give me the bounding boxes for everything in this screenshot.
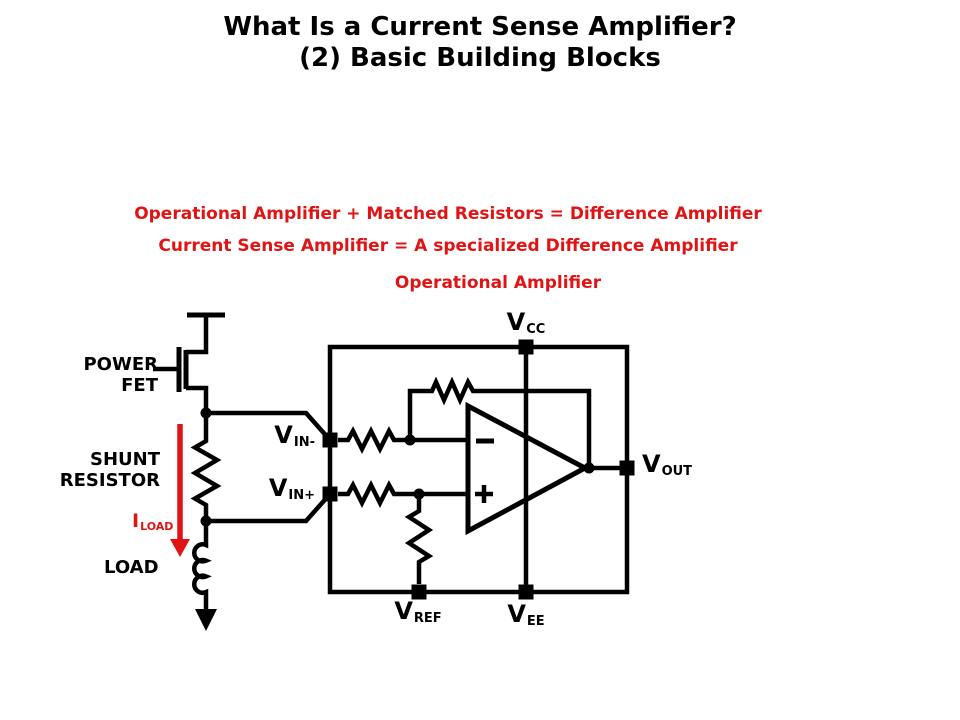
junction-dot-output — [583, 462, 595, 474]
source-wire — [186, 385, 209, 413]
equation-line-2: Current Sense Amplifier = A specialized … — [158, 236, 738, 256]
vref-main: V — [394, 597, 413, 625]
vin-minus-label: VIN- — [225, 421, 315, 454]
power-fet-label-line2: FET — [121, 375, 158, 396]
pad-vout — [619, 460, 635, 476]
i-load-label: ILOAD — [132, 510, 174, 533]
equation-line-3: Operational Amplifier — [394, 273, 602, 293]
junction-dot-minus-node — [404, 434, 416, 446]
page-title: What Is a Current Sense Amplifier? (2) B… — [0, 12, 960, 74]
load-inductor-symbol — [192, 521, 212, 611]
vin-minus-tap-wire — [206, 410, 332, 442]
power-fet-label: POWER FET — [58, 354, 158, 396]
input-resistor-minus — [338, 425, 468, 455]
junction-dot-plus-node — [413, 488, 425, 500]
current-arrow-icon — [170, 424, 190, 557]
vref-sub: REF — [413, 611, 442, 626]
vin-plus-sub: IN+ — [288, 488, 315, 503]
vee-sub: EE — [526, 614, 545, 629]
load-label: LOAD — [104, 557, 159, 578]
load-arrowhead-icon — [195, 609, 217, 631]
junction-dot-shunt-top — [200, 407, 212, 419]
vee-label: VEE — [481, 600, 571, 633]
pin-pads — [322, 339, 635, 600]
drain-wire — [186, 315, 209, 355]
vee-main: V — [507, 600, 526, 628]
shunt-resistor-symbol — [190, 413, 222, 521]
vout-main: V — [642, 450, 661, 478]
vin-minus-main: V — [274, 421, 293, 449]
opamp-plus-sign — [475, 485, 493, 503]
title-line-2: (2) Basic Building Blocks — [299, 43, 661, 73]
vcc-main: V — [506, 308, 526, 336]
vin-minus-sub: IN- — [293, 435, 315, 450]
shunt-resistor-label-line2: RESISTOR — [59, 470, 160, 491]
title-line-1: What Is a Current Sense Amplifier? — [223, 12, 737, 42]
vin-plus-main: V — [268, 474, 288, 502]
opamp-triangle — [465, 401, 591, 536]
shunt-resistor-label-line1: SHUNT — [90, 449, 160, 470]
junction-dot-shunt-bottom — [200, 515, 212, 527]
vout-label: VOUT — [642, 450, 692, 483]
input-resistor-plus — [338, 479, 468, 509]
pad-vin-minus — [322, 432, 338, 448]
vin-plus-label: VIN+ — [225, 474, 315, 507]
power-fet-label-line1: POWER — [83, 354, 158, 375]
current-arrowhead — [170, 539, 190, 557]
i-load-main: I — [132, 510, 140, 532]
i-load-sub: LOAD — [140, 520, 174, 533]
vout-sub: OUT — [661, 464, 693, 479]
junction-dots — [200, 407, 595, 527]
pad-vref — [411, 584, 427, 600]
vcc-sub: CC — [526, 322, 546, 337]
shunt-resistor-label: SHUNT RESISTOR — [40, 449, 160, 491]
pad-vcc — [518, 339, 534, 355]
feedback-resistor-loop — [407, 376, 592, 468]
pad-vin-plus — [322, 486, 338, 502]
pad-vee — [518, 584, 534, 600]
vcc-label: VCC — [481, 308, 571, 341]
equation-line-1: Operational Amplifier + Matched Resistor… — [134, 204, 762, 224]
vref-resistor — [404, 494, 434, 584]
vin-plus-tap-wire — [206, 492, 332, 524]
vref-label: VREF — [373, 597, 463, 630]
